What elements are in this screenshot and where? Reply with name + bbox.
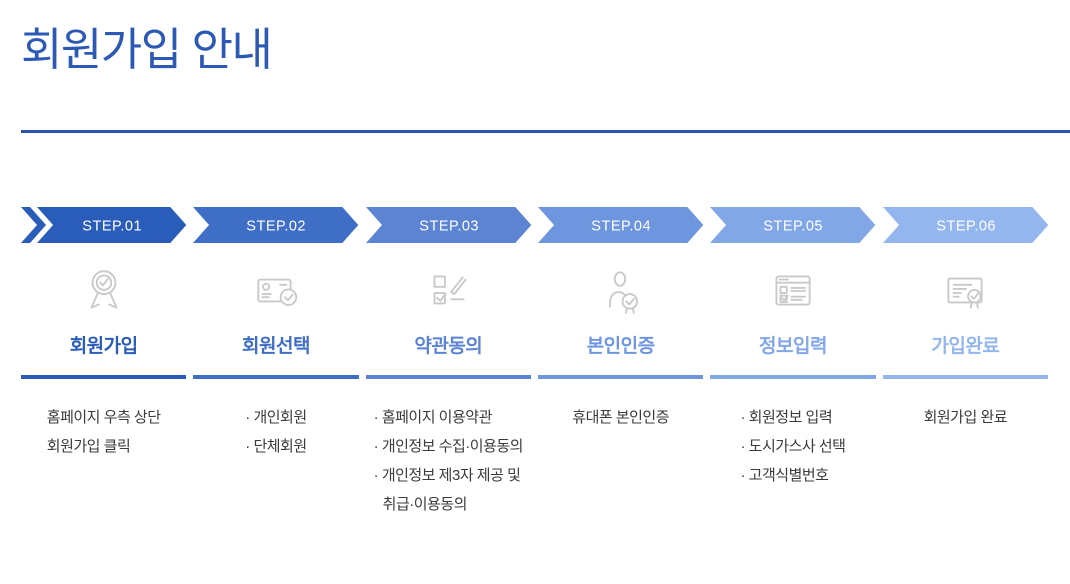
description-line: · 고객식별번호 [740, 466, 829, 484]
arrow-banner [710, 206, 876, 243]
step-arrow-2: STEP.02 [193, 206, 359, 243]
step-description: · 개인회원 · 단체회원 [193, 403, 358, 461]
step-underline [365, 374, 531, 379]
step-column-2: STEP.02 회원선택 · 개인회원 · 단체회원 [193, 206, 359, 519]
title-divider [21, 129, 1070, 133]
step-arrow-4: STEP.04 [537, 206, 704, 243]
person-verify-icon [538, 265, 703, 317]
description-line: · 개인정보 수집·이용동의 [373, 437, 524, 455]
step-column-4: STEP.04 본인인증 휴대폰 본인인증 [537, 206, 704, 519]
step-column-6: STEP.06 가입완료 회원가입 완료 [882, 206, 1048, 519]
description-line: · 개인정보 제3자 제공 및 [373, 466, 521, 484]
page-title: 회원가입 안내 [21, 24, 273, 75]
step-label: STEP.05 [764, 218, 824, 234]
arrow-banner [537, 206, 704, 243]
step-arrow-1: STEP.01 [21, 206, 187, 243]
step-column-3: STEP.03 약관동의 · 홈페이지 이용약관· 개인정보 수집·이용동의· … [365, 206, 531, 519]
description-line: 홈페이지 우측 상단 [46, 408, 161, 426]
arrow-banner [365, 206, 531, 243]
description-line: 회원가입 클릭 [46, 437, 131, 455]
description-line: 회원가입 완료 [923, 408, 1008, 426]
description-line: · 회원정보 입력 [740, 408, 833, 426]
arrow-banner [37, 206, 187, 243]
description-line: · 홈페이지 이용약관 [373, 408, 493, 426]
step-underline [193, 374, 359, 379]
step-description: · 홈페이지 이용약관 · 개인정보 수집·이용동의 · 개인정보 제3자 제공 및… [366, 403, 531, 519]
description-line: 휴대폰 본인인증 [572, 408, 670, 426]
description-line: · 개인회원 [245, 408, 307, 426]
step-title: 본인인증 [586, 335, 655, 357]
step-label: STEP.02 [247, 218, 307, 234]
arrow-banner [193, 206, 359, 243]
signup-guide-page: 회원가입 안내 STEP.01 회원가입 [0, 24, 1070, 584]
step-title: 정보입력 [759, 335, 827, 357]
step-description: 회원가입 완료 [883, 403, 1048, 432]
description-line: · 도시가스사 선택 [740, 437, 846, 455]
step-label: STEP.06 [936, 218, 996, 234]
member-card-icon [193, 265, 358, 317]
step-title: 회원선택 [242, 335, 310, 357]
step-label: STEP.04 [591, 218, 651, 234]
step-underline [882, 374, 1048, 379]
step-underline [710, 374, 876, 379]
step-description: 휴대폰 본인인증 [538, 403, 703, 432]
arrow-banner [882, 206, 1048, 243]
step-title: 가입완료 [931, 335, 1000, 357]
step-underline [537, 374, 704, 379]
description-line: · 단체회원 [245, 437, 307, 455]
step-underline [21, 374, 187, 379]
step-title: 약관동의 [414, 335, 483, 357]
step-description: · 회원정보 입력 · 도시가스사 선택 · 고객식별번호 [710, 403, 875, 490]
step-title: 회원가입 [69, 335, 138, 357]
step-column-5: STEP.05 정보입력 · 회원정보 입력 · 도시가스사 선택 · 고객식별번호 [710, 206, 876, 519]
step-label: STEP.03 [419, 218, 479, 234]
step-label: STEP.01 [82, 218, 142, 234]
terms-check-pen-icon [366, 265, 531, 317]
form-input-icon [710, 265, 875, 317]
certificate-seal-icon [883, 265, 1048, 317]
start-chevron [21, 206, 47, 243]
step-arrow-5: STEP.05 [710, 206, 876, 243]
step-arrow-6: STEP.06 [882, 206, 1048, 243]
award-ribbon-icon [21, 265, 186, 317]
step-arrow-3: STEP.03 [365, 206, 531, 243]
description-line: 취급·이용동의 [382, 495, 468, 513]
